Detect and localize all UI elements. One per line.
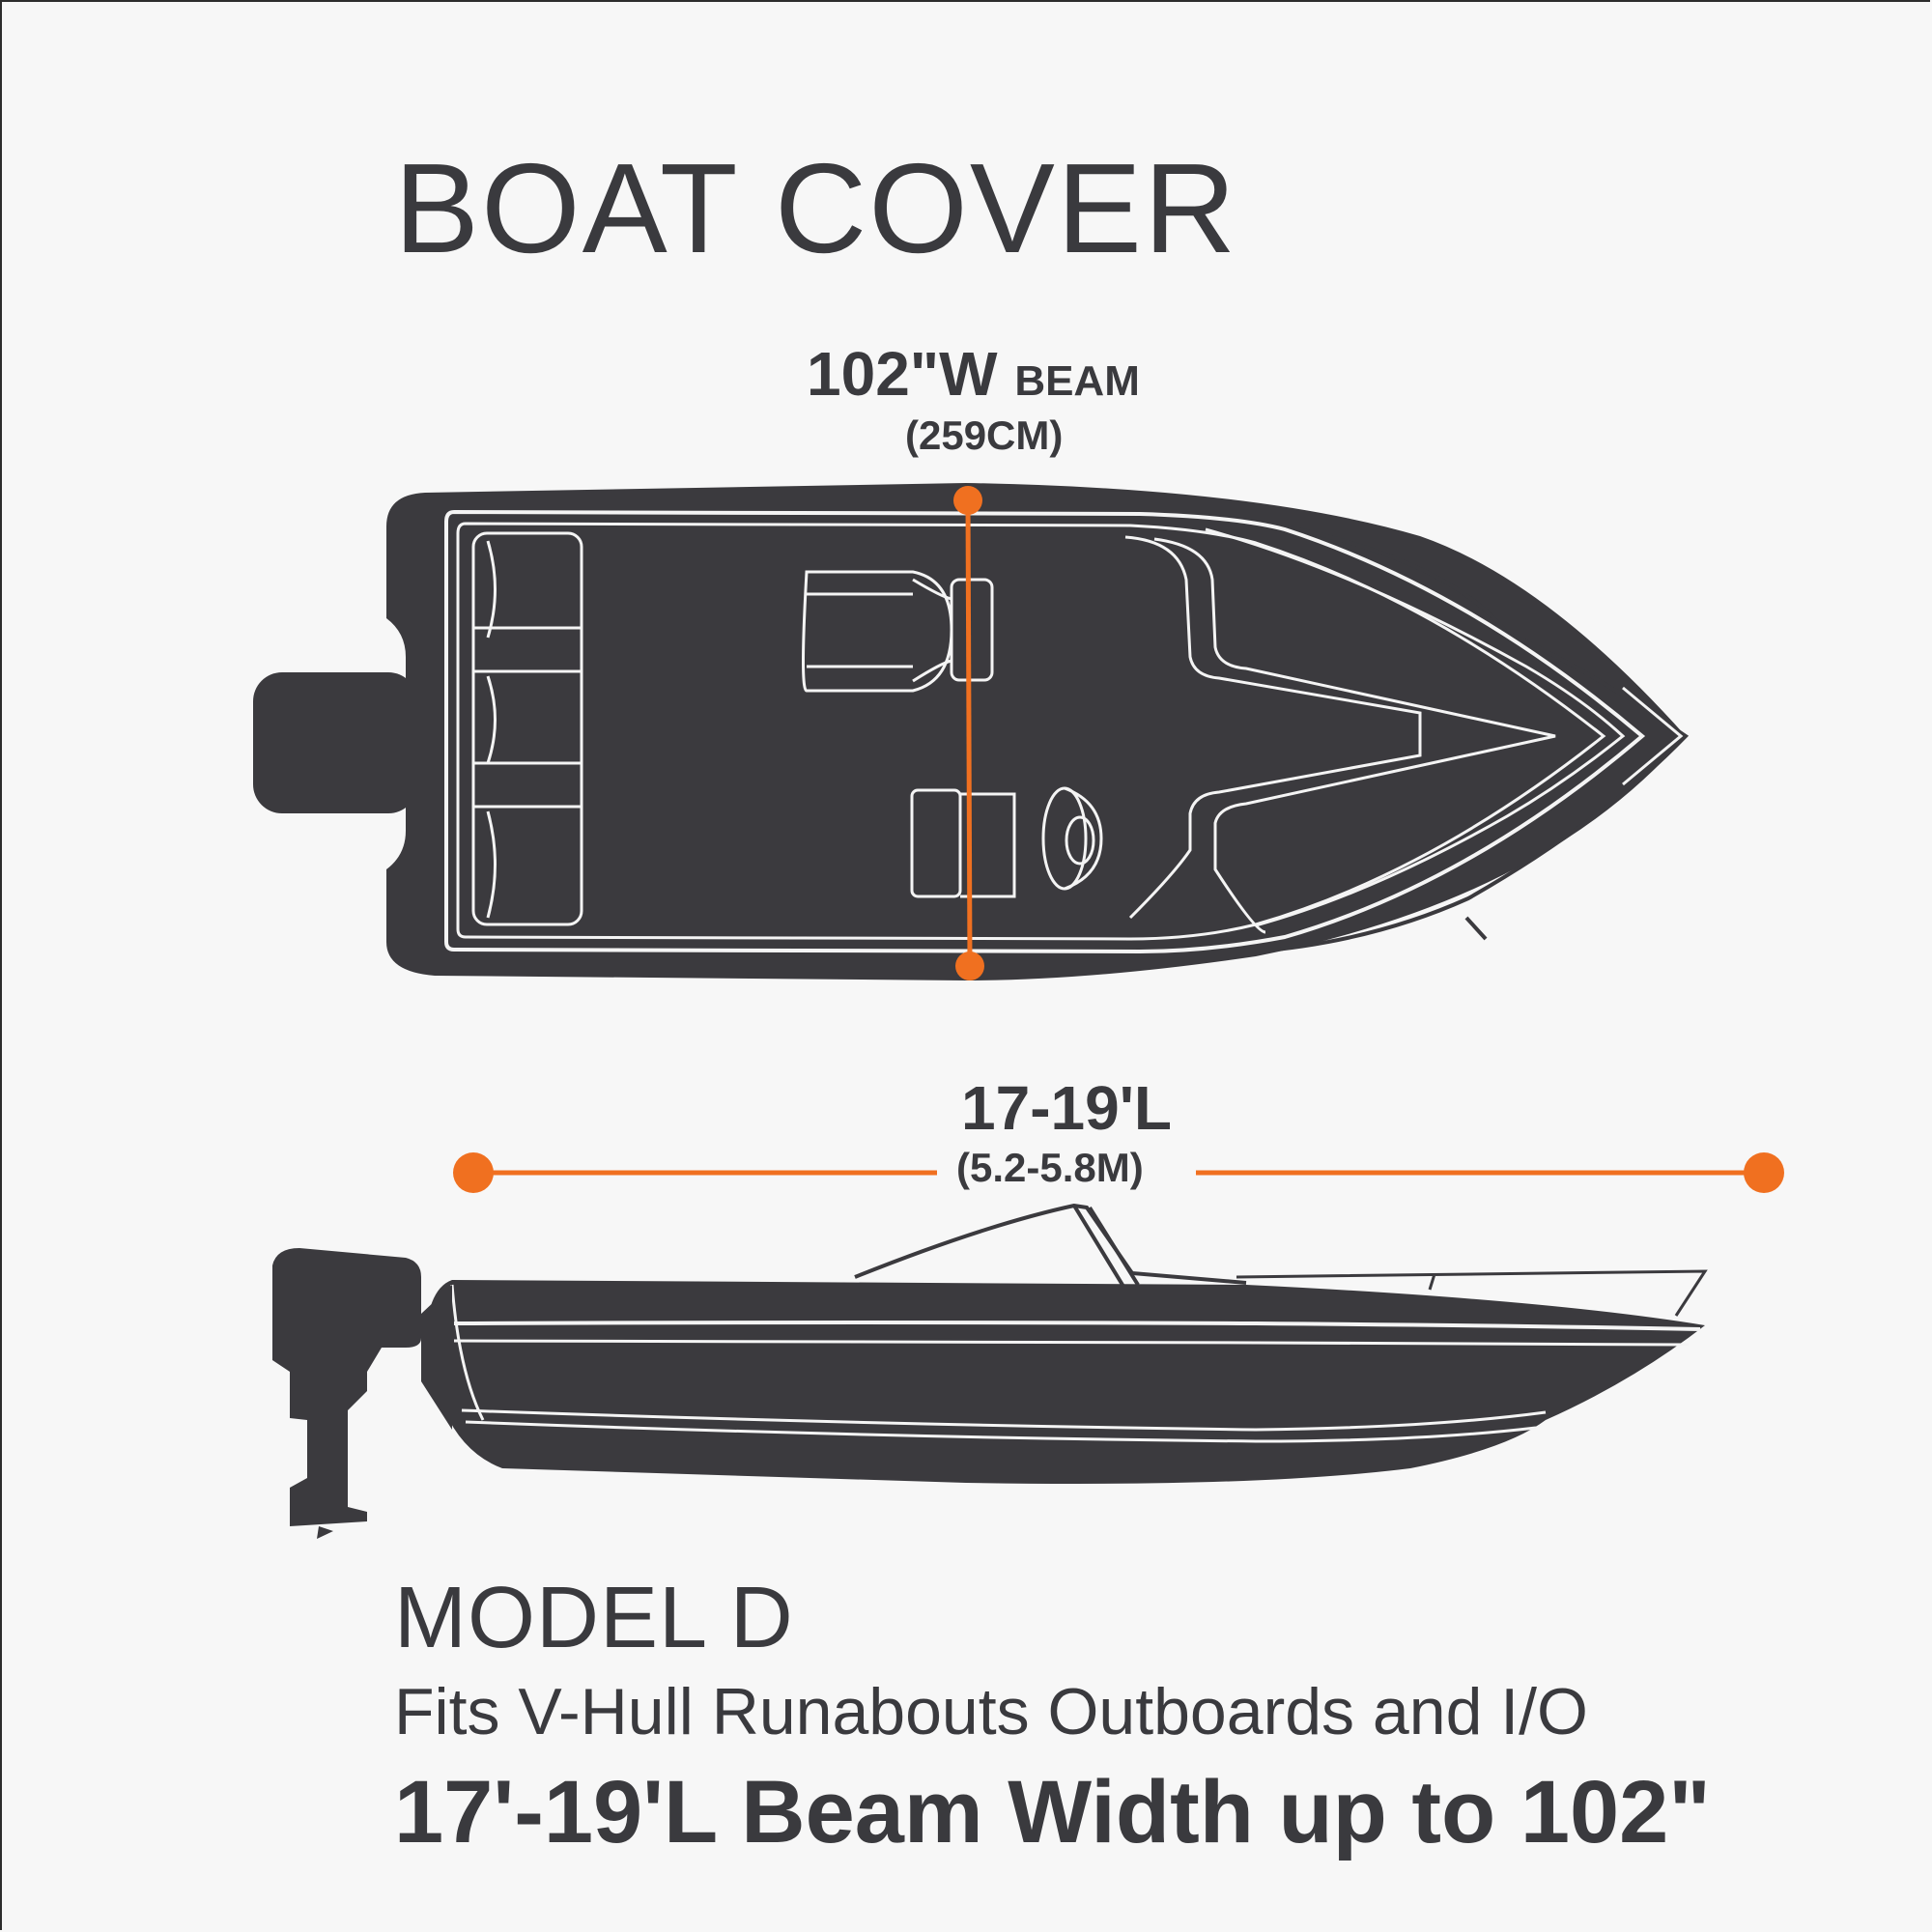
dimensions-summary: 17'-19'L Beam Width up to 102" bbox=[394, 1763, 1711, 1861]
top-view-boat bbox=[253, 483, 1690, 980]
beam-metric-text: (259CM) bbox=[905, 412, 1064, 458]
length-measure-dot-left bbox=[453, 1152, 494, 1193]
windshield bbox=[854, 1203, 1247, 1285]
top-view-bow-rail bbox=[1255, 525, 1690, 953]
beam-measure-line bbox=[965, 499, 973, 967]
driver-seat bbox=[910, 786, 1103, 898]
passenger-seat bbox=[802, 570, 994, 693]
length-metric-text: (5.2-5.8M) bbox=[956, 1145, 1144, 1190]
fits-description: Fits V-Hull Runabouts Outboards and I/O bbox=[394, 1675, 1588, 1748]
top-view-hull bbox=[386, 483, 1686, 980]
page-title: BOAT COVER bbox=[394, 137, 1238, 279]
beam-width-value: 102"W bbox=[807, 339, 998, 409]
length-measure-dot-right bbox=[1744, 1152, 1784, 1193]
side-view-boat bbox=[272, 1203, 1708, 1539]
length-measure bbox=[453, 1152, 1784, 1193]
side-view-motor bbox=[272, 1248, 421, 1526]
model-name: MODEL D bbox=[394, 1570, 794, 1666]
beam-measure-dot-top bbox=[953, 486, 982, 515]
length-text: 17-19'L bbox=[961, 1073, 1172, 1143]
side-view-hull bbox=[425, 1280, 1705, 1484]
beam-word: BEAM bbox=[1014, 357, 1140, 405]
top-view-motor bbox=[253, 672, 417, 813]
rear-bench-seat bbox=[471, 531, 583, 926]
beam-measure-dot-bottom bbox=[955, 952, 984, 980]
beam-width-text: 102"W BEAM bbox=[807, 343, 1140, 405]
